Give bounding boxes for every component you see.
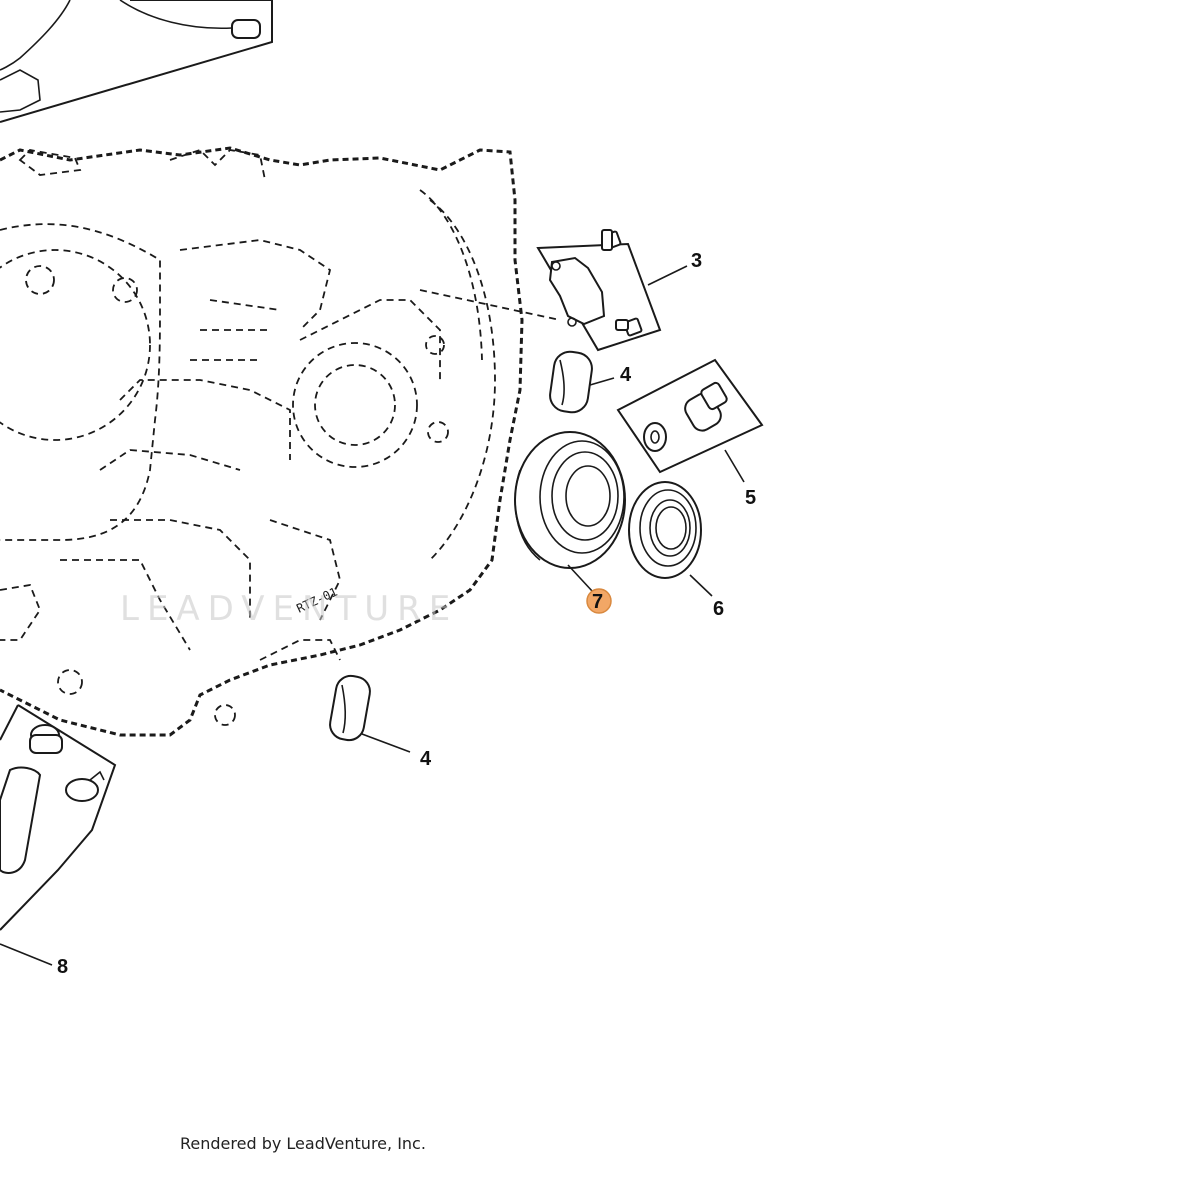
callout-4-upper[interactable]: 4 — [620, 364, 632, 386]
callout-5[interactable]: 5 — [745, 487, 756, 509]
callout-7-highlight-circle — [586, 588, 612, 614]
callout-4-lower[interactable]: 4 — [420, 748, 432, 770]
callout-7-highlighted[interactable]: 7 — [586, 588, 612, 614]
bearing — [514, 431, 626, 593]
drain-plug-assembly — [616, 358, 764, 483]
cap-plug-lower — [329, 674, 411, 753]
callout-6[interactable]: 6 — [713, 598, 724, 620]
callout-8[interactable]: 8 — [57, 956, 68, 978]
crankcase-housing: RTZ-01 — [0, 146, 524, 737]
bracket-assembly — [536, 229, 688, 352]
callout-3[interactable]: 3 — [691, 250, 702, 272]
callout-7[interactable]: 7 — [592, 591, 603, 613]
oil-seal — [628, 481, 713, 597]
watermark: LEADVENTURE — [120, 589, 458, 629]
cap-plug-upper — [549, 350, 615, 414]
render-credit-footer: Rendered by LeadVenture, Inc. — [180, 1134, 426, 1153]
harness-detail-group — [0, 0, 273, 123]
dipstick-tube-assembly — [0, 704, 117, 966]
